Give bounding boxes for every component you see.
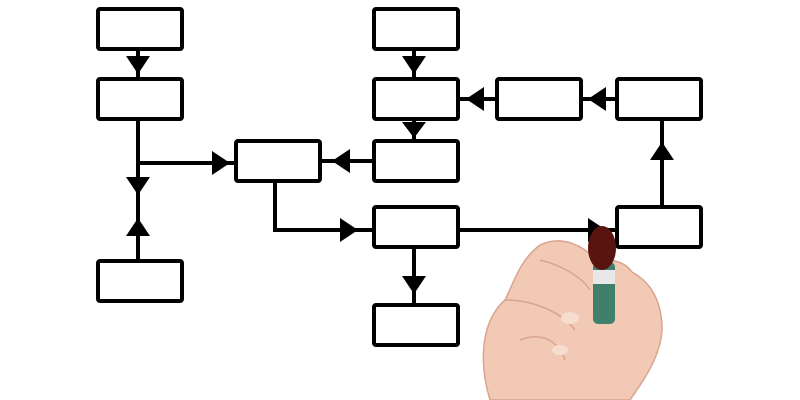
box-c5 <box>372 303 460 347</box>
box-a1 <box>96 7 184 51</box>
box-a3 <box>96 259 184 303</box>
box-b1 <box>234 139 322 183</box>
box-c1 <box>372 7 460 51</box>
marker-cap <box>588 226 616 270</box>
arrow-up-icon <box>126 218 150 236</box>
box-e1 <box>615 77 703 121</box>
box-e2 <box>615 205 703 249</box>
box-c2 <box>372 77 460 121</box>
connector-b1-c4 <box>273 181 374 232</box>
box-d1 <box>495 77 583 121</box>
arrow-left-icon <box>332 149 350 173</box>
arrow-down-icon <box>402 276 426 294</box>
arrow-down-icon <box>126 177 150 195</box>
arrow-up-icon <box>650 142 674 160</box>
arrow-down-icon <box>402 56 426 74</box>
fingernail <box>561 312 579 324</box>
arrow-left-icon <box>588 87 606 111</box>
box-c4 <box>372 205 460 249</box>
box-c3 <box>372 139 460 183</box>
box-a2 <box>96 77 184 121</box>
arrow-right-icon <box>340 218 358 242</box>
arrow-down-icon <box>126 56 150 74</box>
arrow-left-icon <box>466 87 484 111</box>
hand-holding-marker <box>482 226 663 400</box>
fingernail <box>552 345 568 355</box>
arrow-down-icon <box>402 122 426 138</box>
arrow-right-icon <box>212 151 230 175</box>
